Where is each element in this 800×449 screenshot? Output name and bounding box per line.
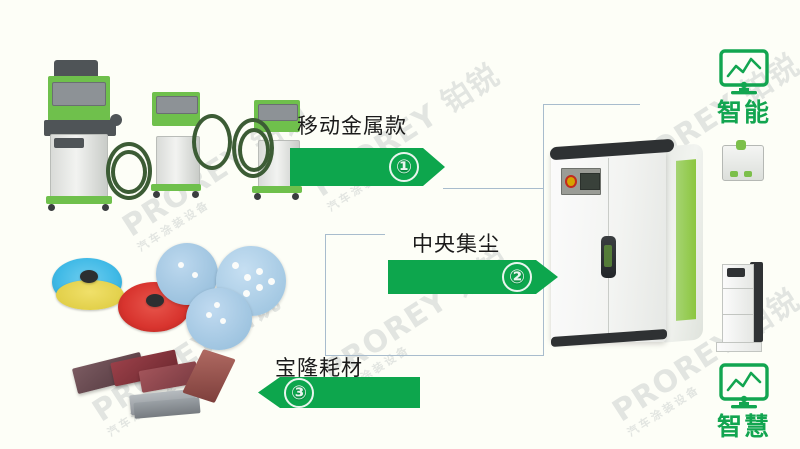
monitor-chart-icon <box>719 363 769 409</box>
step-1-number: ① <box>389 152 419 182</box>
cart-nozzle <box>110 114 122 126</box>
disc-hole <box>232 262 239 269</box>
wall-unit-cap <box>736 140 746 150</box>
feature-caption: 智慧 <box>716 412 771 441</box>
backing-pad-yellow <box>56 280 124 310</box>
step-2-label: 中央集尘 <box>412 232 500 256</box>
disc-hole <box>214 302 220 308</box>
feature-block-wisdom: 智慧 <box>696 362 792 441</box>
wall-mounted-hose-reel-unit <box>700 140 782 245</box>
step-1-arrow[interactable]: ① <box>290 148 445 186</box>
step-3-label: 宝隆耗材 <box>275 356 363 380</box>
cart-wheel <box>48 204 55 211</box>
pad-hub-cyan <box>80 270 98 283</box>
disc-hole <box>256 268 263 275</box>
cart-wheel <box>153 191 160 198</box>
cart-hose-coil <box>106 142 152 200</box>
cart-hood <box>54 60 98 78</box>
cart-shelf <box>44 120 116 136</box>
step-2-arrow[interactable]: ② <box>388 260 558 294</box>
disc-hole <box>178 262 184 268</box>
connector-line-step3-up <box>325 234 326 356</box>
connector-line-step1-top <box>543 104 640 105</box>
cart-frame-base <box>252 186 302 193</box>
step-3-number: ③ <box>284 377 314 408</box>
step-3-arrow[interactable]: ③ <box>258 377 420 408</box>
disc-hole <box>192 272 198 278</box>
disc-hole <box>256 284 263 291</box>
connector-line-step1-up <box>543 104 544 189</box>
wall-unit-indicator <box>730 171 738 177</box>
connector-line-step3-in <box>325 355 544 356</box>
wall-unit-indicator <box>744 171 752 177</box>
mobile-dust-extractor-medium <box>148 92 232 210</box>
wall-unit-hose-coil <box>700 201 732 257</box>
cart-hose-coil <box>192 114 232 170</box>
monitor-chart-icon <box>719 49 769 95</box>
cabinet-control-panel[interactable] <box>561 168 601 195</box>
cart-tool-tray <box>156 96 198 114</box>
cabinet-green-stripe <box>676 159 696 321</box>
column-segment <box>722 288 754 316</box>
column-display <box>727 268 745 277</box>
hmi-screen[interactable] <box>580 173 600 190</box>
central-dust-collection-cabinet <box>550 136 703 348</box>
floor-standing-column-unit <box>712 262 774 354</box>
cart-hose-coil <box>232 118 274 178</box>
disc-hole <box>220 318 226 324</box>
sanding-disc <box>186 288 252 350</box>
cart-tool-tray <box>52 82 106 106</box>
step-1-label: 移动金属款 <box>297 114 407 138</box>
cart-frame-base <box>46 196 112 204</box>
column-base <box>716 342 762 352</box>
sanding-block-sheet <box>182 348 236 404</box>
disc-hole <box>206 312 212 318</box>
column-segment <box>722 314 754 344</box>
cart-vent <box>54 138 84 148</box>
connector-line-step3-top <box>325 234 385 235</box>
connector-line-step1-out <box>443 188 543 189</box>
cart-tool-tray <box>258 104 298 121</box>
cart-hose-coil <box>238 128 270 172</box>
cabinet-door-handle[interactable] <box>601 236 616 278</box>
cart-wheel <box>102 204 109 211</box>
mobile-dust-extractor-large <box>40 60 152 215</box>
disc-hole <box>268 278 275 285</box>
disc-hole <box>243 290 250 297</box>
step-2-number: ② <box>502 262 532 292</box>
cart-frame-base <box>151 184 201 191</box>
wall-unit-housing <box>722 145 764 181</box>
emergency-stop-icon[interactable] <box>565 175 578 188</box>
handle-logo <box>604 245 612 267</box>
cart-hose-coil <box>111 150 147 194</box>
feature-block-intelligent: 智能 <box>696 48 792 127</box>
feature-caption: 智能 <box>716 98 771 127</box>
cart-wheel <box>292 193 299 200</box>
cart-wheel <box>254 193 261 200</box>
pad-hub-red <box>146 294 164 307</box>
cart-wheel <box>192 191 199 198</box>
disc-hole <box>244 274 251 281</box>
